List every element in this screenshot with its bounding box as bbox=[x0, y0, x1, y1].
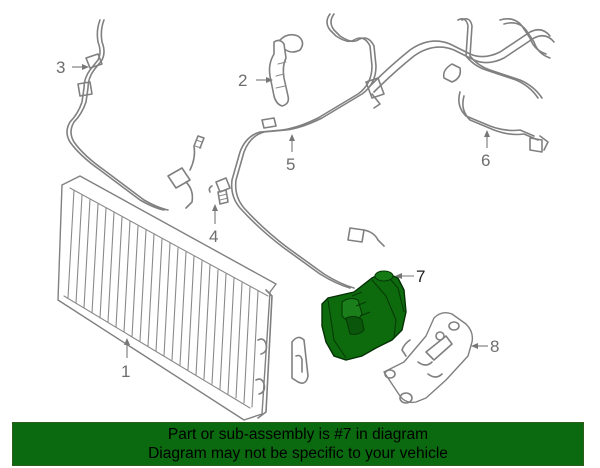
compressor-body bbox=[321, 271, 407, 361]
line-part-5[interactable] bbox=[230, 13, 385, 289]
callout-6: 6 bbox=[481, 151, 490, 170]
callout-1: 1 bbox=[121, 362, 130, 381]
part-info-banner: Part or sub-assembly is #7 in diagram Di… bbox=[12, 422, 584, 466]
banner-line-disclaimer: Diagram may not be specific to your vehi… bbox=[148, 445, 448, 462]
leader-lines bbox=[72, 64, 490, 358]
bracket-part-8[interactable] bbox=[383, 311, 474, 404]
callout-8: 8 bbox=[490, 337, 499, 356]
compressor-part-7[interactable] bbox=[321, 270, 407, 361]
hose-assembly-part-6[interactable] bbox=[365, 18, 555, 153]
banner-line-part-number: Part or sub-assembly is #7 in diagram bbox=[167, 426, 429, 443]
condenser-part-1[interactable] bbox=[57, 175, 309, 421]
valve-part-4[interactable] bbox=[208, 177, 231, 205]
callout-7: 7 bbox=[416, 267, 425, 286]
callout-labels: 1 2 3 4 5 6 7 8 bbox=[56, 58, 499, 381]
line-part-3[interactable] bbox=[66, 19, 205, 211]
callout-5: 5 bbox=[286, 155, 295, 174]
callout-2: 2 bbox=[238, 71, 247, 90]
callout-4: 4 bbox=[209, 227, 218, 246]
hose-part-2[interactable] bbox=[268, 33, 304, 107]
callout-3: 3 bbox=[56, 58, 65, 77]
